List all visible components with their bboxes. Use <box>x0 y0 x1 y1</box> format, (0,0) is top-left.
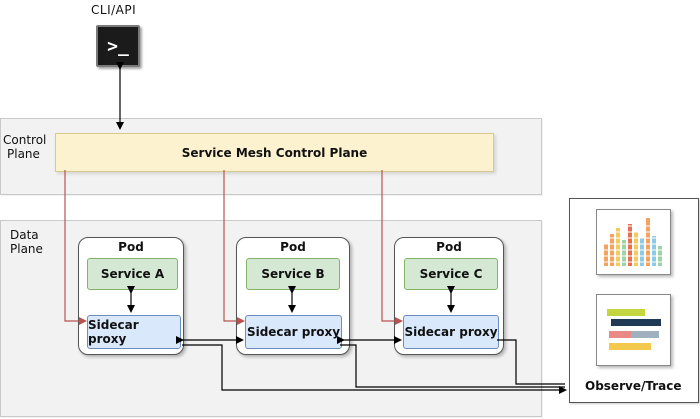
service-c-label: Service C <box>419 267 483 281</box>
cli-api-label: CLI/API <box>91 3 137 17</box>
metrics-chart-card[interactable] <box>596 209 671 275</box>
observe-trace-label: Observe/Trace <box>585 379 682 393</box>
sidecar-proxy-c-label: Sidecar proxy <box>404 325 498 339</box>
service-b-label: Service B <box>261 267 325 281</box>
sidecar-proxy-b-label: Sidecar proxy <box>246 325 341 339</box>
control-link-b <box>223 170 245 325</box>
telemetry-link-a <box>182 344 567 394</box>
service-mesh-control-plane[interactable]: Service Mesh Control Plane <box>55 133 494 172</box>
terminal-icon[interactable]: >_ <box>96 25 140 67</box>
service-b[interactable]: Service B <box>246 258 340 290</box>
pod-title: Pod <box>280 240 306 254</box>
telemetry-link-c <box>497 339 565 385</box>
service-a[interactable]: Service A <box>87 258 178 290</box>
sidecar-proxy-a[interactable]: Sidecar proxy <box>87 315 181 349</box>
pod-title: Pod <box>436 240 462 254</box>
control-link-c <box>381 170 403 325</box>
control-plane-label-line2: Plane <box>7 147 40 161</box>
service-c[interactable]: Service C <box>404 258 498 290</box>
data-plane-label: Data Plane <box>10 228 43 256</box>
sidecar-proxy-c[interactable]: Sidecar proxy <box>403 315 499 349</box>
terminal-prompt: >_ <box>107 35 129 57</box>
pod-title: Pod <box>118 240 144 254</box>
control-plane-label-line1: Control <box>3 133 47 147</box>
telemetry-link-b <box>340 344 565 388</box>
control-plane-box-label: Service Mesh Control Plane <box>181 145 368 160</box>
control-plane-label: Control Plane <box>3 133 46 161</box>
control-link-a <box>64 170 87 325</box>
trace-timeline-card[interactable] <box>596 294 671 366</box>
sidecar-proxy-a-label: Sidecar proxy <box>88 318 139 346</box>
sidecar-proxy-b[interactable]: Sidecar proxy <box>245 315 342 349</box>
data-plane-label-line1: Data <box>10 228 39 242</box>
trace-timeline-icon <box>607 309 661 350</box>
data-plane-label-line2: Plane <box>10 242 43 256</box>
bar-chart-icon <box>602 218 664 266</box>
service-a-label: Service A <box>100 267 165 281</box>
